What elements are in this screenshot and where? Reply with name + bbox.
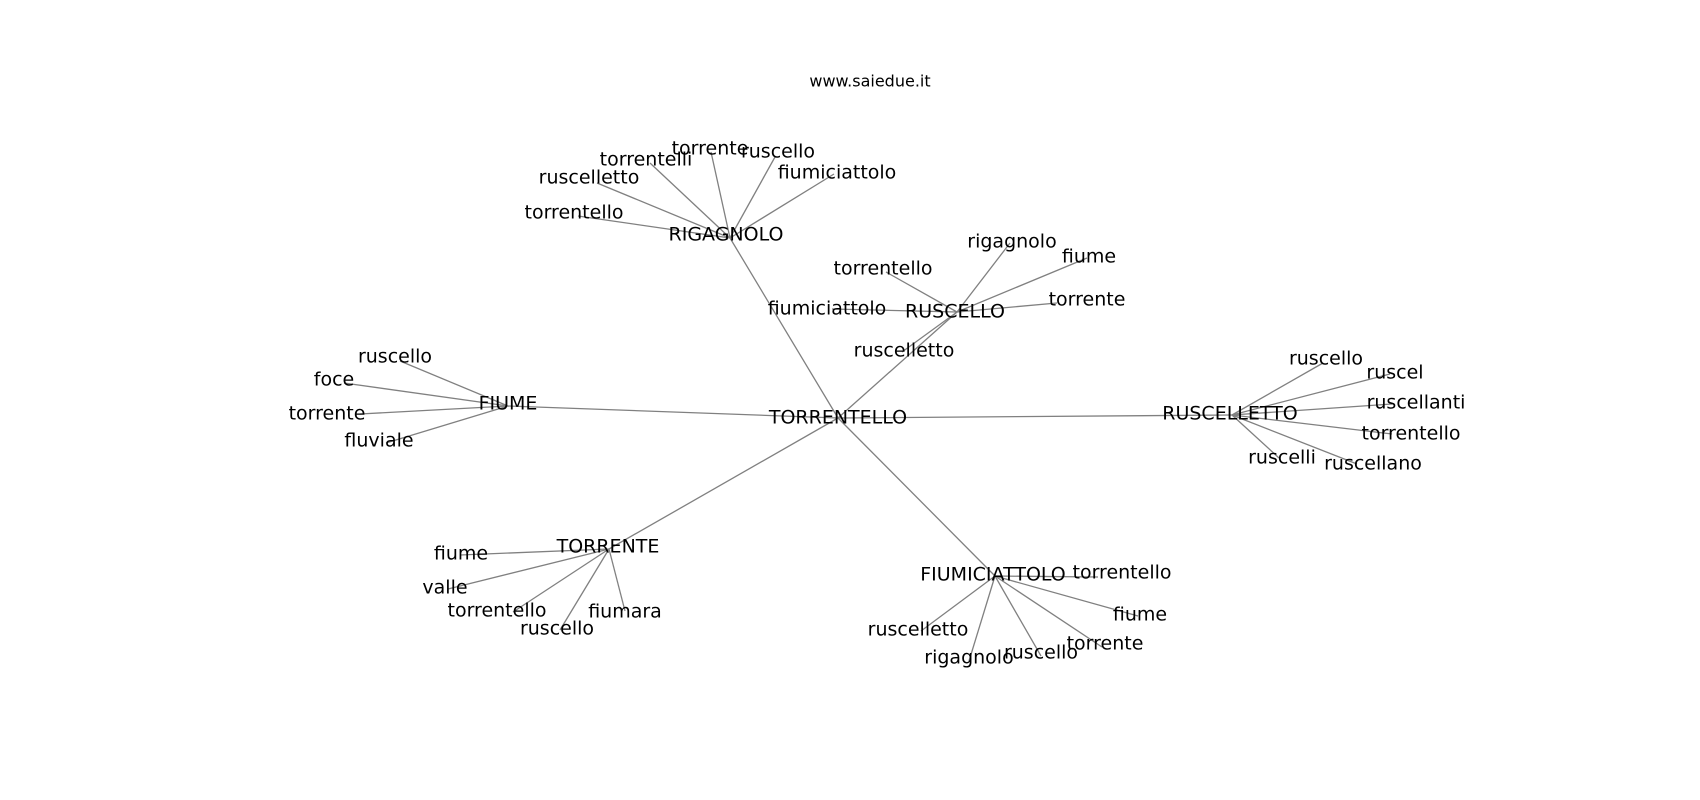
leaf-node-label: fiumara [588,601,662,623]
leaf-node-label: torrente [1049,289,1126,311]
edge-ruscello-to-leaf [831,308,958,313]
leaf-node-label: torrentello [1362,423,1461,445]
leaf-node-label: ruscello [520,618,594,640]
edge-ruscelletto-to-leaf [1231,362,1324,416]
center-node-label: TORRENTELLO [768,407,907,429]
hub-node-label: RIGAGNOLO [669,224,784,246]
edge-center-to-fiume [507,405,839,419]
edge-fiume-to-leaf [385,405,509,444]
edge-torrente-to-leaf [559,548,610,631]
edge-center-to-ruscelletto [837,414,1233,419]
edge-fiumiciattolo-to-leaf [968,575,996,662]
leaf-node-label: ruscellanti [1367,392,1466,414]
leaf-node-label: ruscelli [1248,447,1316,469]
edge-ruscelletto-to-leaf [1231,414,1280,459]
edge-fiume-to-leaf [359,405,509,415]
hub-node-label: RUSCELLETTO [1162,403,1297,425]
edge-ruscelletto-to-leaf [1231,414,1393,435]
leaf-node-label: foce [314,369,354,391]
edge-torrente-to-leaf [447,548,610,590]
edge-fiume-to-leaf [399,360,509,407]
leaf-node-label: ruscel [1366,362,1423,384]
edge-fiumiciattolo-to-leaf [920,575,996,632]
leaf-node-label: rigagnolo [924,647,1013,669]
leaf-node-label: fiume [1062,246,1116,268]
edge-center-to-rigagnolo [729,237,839,419]
leaf-node-label: ruscelletto [854,340,955,362]
edge-torrente-to-leaf [512,548,610,613]
hub-node-label: TORRENTE [556,536,660,558]
leaf-node-label: torrentelli [600,149,693,171]
edge-rigagnolo-to-leaf [577,215,731,239]
edge-ruscelletto-to-leaf [1231,414,1358,465]
hub-node-label: FIUME [479,393,538,415]
leaf-node-label: ruscello [1004,642,1078,664]
edge-rigagnolo-to-leaf [729,156,776,239]
leaf-node-label: torrentello [525,202,624,224]
site-label: www.saiedue.it [809,72,930,91]
graph-labels: TORRENTELLORIGAGNOLOtorrenteruscellotorr… [289,138,1466,669]
leaf-node-label: torrente [672,138,749,160]
leaf-node-label: ruscellano [1324,453,1422,475]
leaf-node-label: fiume [434,543,488,565]
hub-node-label: FIUMICIATTOLO [920,564,1066,586]
leaf-node-label: fluviale [344,430,413,452]
edge-center-to-fiumiciattolo [837,417,996,577]
leaf-node-label: torrente [289,403,366,425]
leaf-node-label: ruscello [358,346,432,368]
edge-ruscello-to-leaf [956,302,1058,313]
edge-ruscelletto-to-leaf [1231,373,1391,416]
leaf-node-label: torrentello [834,258,933,280]
leaf-node-label: ruscello [741,141,815,163]
edge-fiumiciattolo-to-leaf [994,575,1139,617]
edge-torrente-to-leaf [608,548,626,612]
edge-ruscello-to-leaf [956,242,1011,313]
edge-rigagnolo-to-leaf [596,182,731,239]
edge-fiumiciattolo-to-leaf [994,575,1099,578]
hub-node-label: RUSCELLO [905,301,1005,323]
leaf-node-label: rigagnolo [967,231,1056,253]
leaf-node-label: valle [422,577,467,599]
edge-rigagnolo-to-leaf [729,173,835,239]
leaf-node-label: fiume [1113,604,1167,626]
edge-ruscelletto-to-leaf [1231,403,1393,416]
edge-fiume-to-leaf [343,382,509,407]
edge-center-to-ruscello [837,311,958,419]
edge-center-to-torrente [608,417,839,550]
leaf-node-label: ruscelletto [539,167,640,189]
edge-rigagnolo-to-leaf [649,162,731,239]
leaf-node-label: fiumiciattolo [768,298,887,320]
leaf-node-label: torrentello [1073,562,1172,584]
edge-fiumiciattolo-to-leaf [994,575,1103,648]
edge-rigagnolo-to-leaf [710,151,731,239]
leaf-node-label: torrente [1067,633,1144,655]
leaf-node-label: ruscello [1289,348,1363,370]
edge-torrente-to-leaf [459,548,610,556]
edge-fiumiciattolo-to-leaf [994,575,1042,657]
graph-edges [343,151,1393,662]
leaf-node-label: ruscelletto [868,619,969,641]
leaf-node-label: torrentello [448,600,547,622]
edge-ruscello-to-leaf [956,257,1088,313]
leaf-node-label: fiumiciattolo [778,162,897,184]
edge-ruscello-to-leaf [901,311,958,353]
edge-ruscello-to-leaf [885,271,958,313]
